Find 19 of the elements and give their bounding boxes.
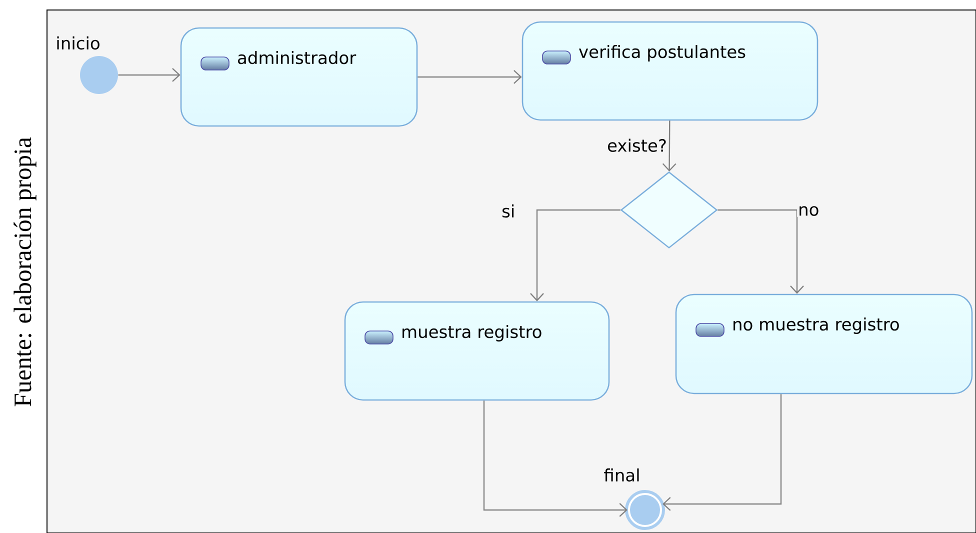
arrow: [418, 70, 522, 84]
arrow: [662, 120, 676, 172]
action-box: administrador: [180, 27, 418, 127]
arrow: [718, 209, 804, 294]
arrow: [483, 400, 628, 517]
edge-label: no: [797, 205, 820, 217]
arrow: [662, 394, 782, 511]
start-node: [80, 56, 118, 94]
action-box: muestra registro: [344, 301, 610, 401]
action-box: verifica postulantes: [522, 21, 818, 121]
node-label: inicio: [57, 36, 100, 50]
caption-text: Fuente: elaboración propia: [14, 137, 36, 406]
arrow: [530, 209, 620, 302]
action-box: no muestra registro: [675, 294, 973, 394]
final-node: [625, 490, 665, 530]
arrow: [118, 68, 180, 82]
edge-label: existe?: [606, 138, 668, 153]
edge-label: si: [500, 203, 516, 219]
node-label: final: [604, 468, 639, 482]
